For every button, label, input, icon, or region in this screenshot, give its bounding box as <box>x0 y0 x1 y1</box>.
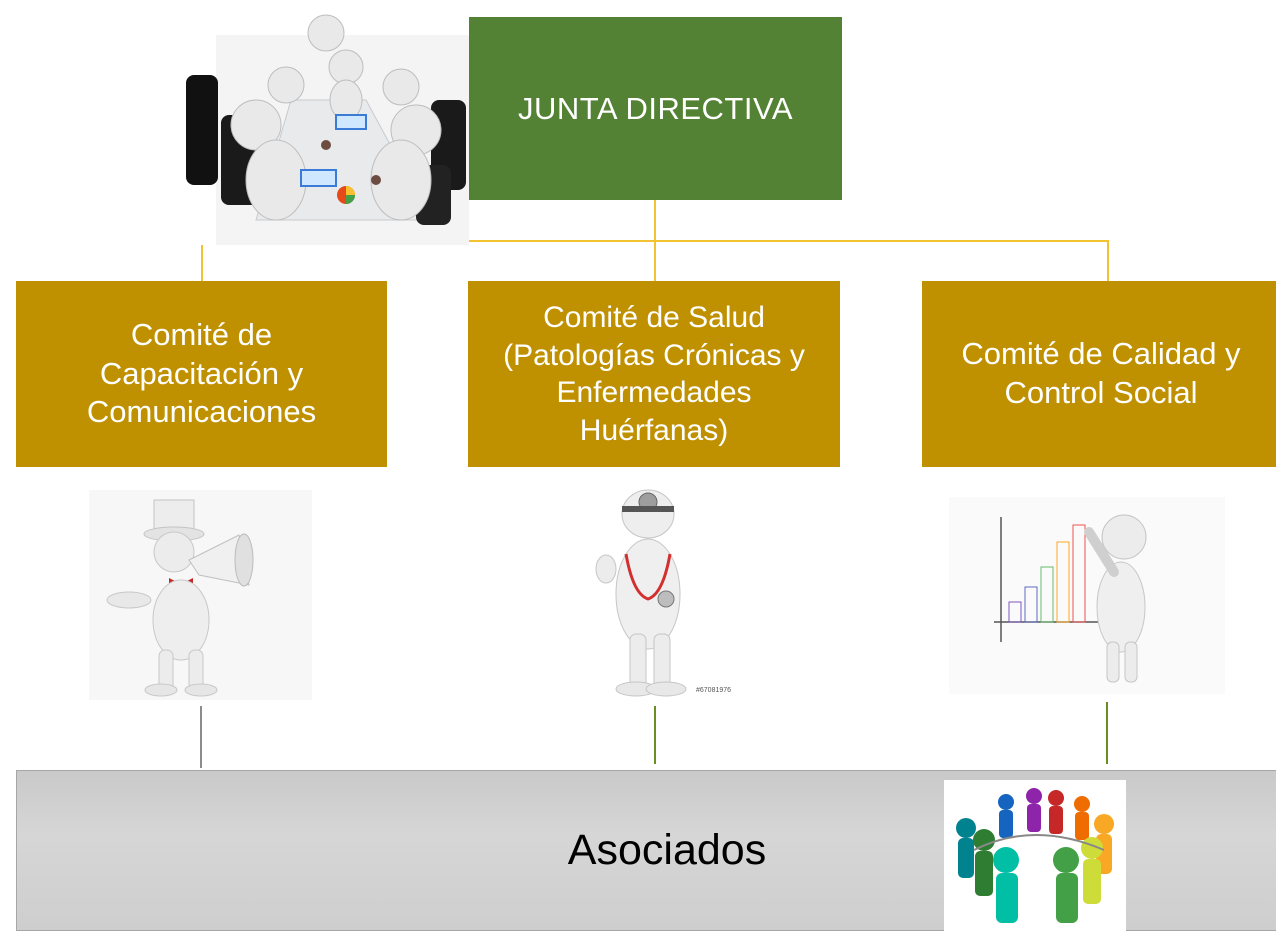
megaphone-figure-illustration <box>89 490 312 700</box>
meeting-illustration <box>186 5 469 245</box>
junta-directiva-label: JUNTA DIRECTIVA <box>517 90 794 126</box>
connector-bottom-3 <box>1106 702 1108 764</box>
comite-salud-line-2: (Patologías Crónicas y <box>503 338 805 372</box>
connector-bottom-1 <box>200 706 202 768</box>
connector-bottom-2 <box>654 706 656 764</box>
connector-left <box>201 240 203 281</box>
comite-salud-line-1: Comité de Salud <box>543 301 765 334</box>
asociados-label: Asociados <box>567 826 767 874</box>
connector-right <box>1107 240 1109 281</box>
comite-salud-line-4: Huérfanas) <box>579 413 729 447</box>
connector-horizontal <box>201 240 1109 242</box>
junta-directiva-box: JUNTA DIRECTIVA <box>469 17 842 200</box>
chart-figure-illustration <box>949 497 1225 694</box>
comite-capacitacion-line-1: Comité de <box>130 316 273 352</box>
comite-capacitacion-box: Comité de Capacitación y Comunicaciones <box>16 281 387 467</box>
comite-salud-box: Comité de Salud (Patologías Crónicas y E… <box>468 281 840 467</box>
comite-calidad-line-2: Control Social <box>1004 375 1198 410</box>
doctor-figure-illustration: #67081976 <box>578 484 742 706</box>
comite-capacitacion-line-3: Comunicaciones <box>86 394 317 430</box>
people-circle-illustration <box>944 780 1126 931</box>
comite-salud-line-3: Enfermedades <box>556 376 752 409</box>
doctor-caption: #67081976 <box>696 687 731 694</box>
comite-capacitacion-line-2: Capacitación y <box>99 355 304 391</box>
comite-calidad-box: Comité de Calidad y Control Social <box>922 281 1276 467</box>
comite-calidad-line-1: Comité de Calidad y <box>961 336 1241 372</box>
